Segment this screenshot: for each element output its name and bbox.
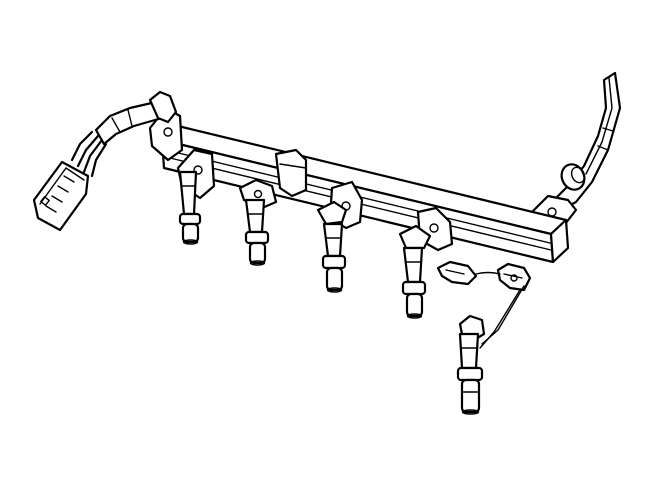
retainer-clip-right xyxy=(496,262,532,292)
retainer-clip-left xyxy=(436,260,478,286)
coil-boot-4 xyxy=(398,206,454,319)
left-harness-sleeve xyxy=(94,90,178,146)
harness-grommet xyxy=(560,163,586,191)
right-harness-tube xyxy=(554,71,622,210)
electrical-connector xyxy=(32,160,90,232)
coil-boot-3 xyxy=(316,180,364,293)
coil-boot-2 xyxy=(238,178,278,266)
coil-boot-5 xyxy=(456,314,486,415)
clip-tether xyxy=(475,271,525,349)
rail-center-clip xyxy=(274,148,308,198)
coil-boot-1 xyxy=(176,148,216,245)
harness-wires xyxy=(70,130,108,178)
coil-rail xyxy=(160,124,570,264)
